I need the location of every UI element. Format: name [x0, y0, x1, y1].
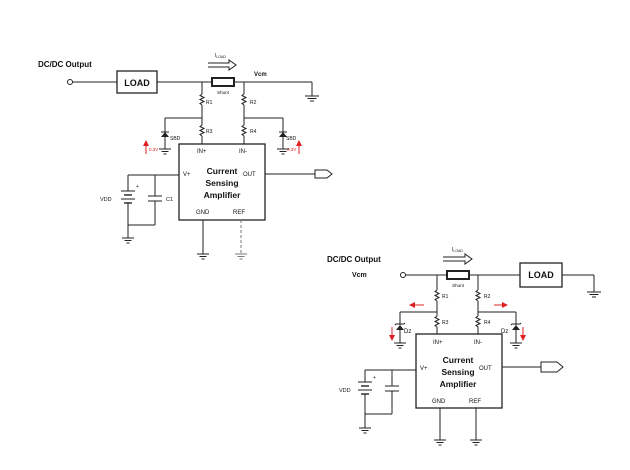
d1-current-arrow — [208, 59, 237, 71]
d2-output-connector — [540, 361, 564, 373]
d2-vplus: V+ — [420, 366, 428, 372]
d2-vcm-label: Vcm — [352, 272, 367, 279]
d2-in-minus: IN- — [474, 340, 482, 346]
d2-dz-left-diode — [396, 325, 404, 330]
d2-r4-label: R4 — [484, 320, 491, 326]
d1-ref: REF — [233, 210, 245, 216]
d2-amp-line1: Current — [443, 355, 474, 365]
d1-input-label: DC/DC Output — [38, 60, 92, 69]
d2-current-arrow — [443, 253, 473, 265]
d2-r1-resistor — [433, 289, 441, 302]
d1-current-label: ILOAD — [215, 53, 226, 59]
d1-v-right: 0.3V — [287, 147, 296, 152]
d1-sbd-right-label: SBD — [286, 136, 297, 142]
d2-r3-label: R3 — [442, 320, 449, 326]
d1-output-connector — [314, 169, 333, 179]
d2-dz-right-diode — [512, 325, 520, 330]
d2-shunt-resistor — [446, 270, 470, 280]
d1-vplus: V+ — [183, 172, 191, 178]
d2-current-label: ILOAD — [452, 247, 463, 253]
d1-c1-label: C1 — [166, 197, 173, 203]
d2-load-box — [519, 262, 563, 288]
d2-amplifier-box — [415, 333, 503, 409]
d2-plus: + — [373, 375, 376, 381]
d1-sbd-right-diode — [279, 132, 287, 137]
d1-r2-label: R2 — [250, 100, 257, 106]
d2-amp-line3: Amplifier — [440, 379, 478, 389]
d2-dz-right-label: Dz — [501, 329, 508, 335]
d2-load-label: LOAD — [528, 270, 554, 280]
d2-out: OUT — [479, 366, 492, 372]
d2-r1-label: R1 — [442, 294, 449, 300]
d1-load-label: LOAD — [124, 78, 150, 88]
d1-r4-label: R4 — [250, 129, 257, 135]
diagram-1: DC/DC Output LOAD Shunt Vcm ILOAD R1 R3 … — [38, 53, 333, 260]
d1-shunt-label: Shunt — [217, 90, 230, 95]
d1-v-left: 0.3V — [149, 147, 158, 152]
d1-sbd-left-diode — [161, 132, 169, 137]
d2-vdd-label: VDD — [339, 388, 351, 394]
d2-ref: REF — [469, 399, 481, 405]
ground-icon — [277, 148, 289, 155]
d2-amp-line2: Sensing — [441, 367, 474, 377]
ground-icon — [359, 427, 371, 434]
d2-r2-resistor — [474, 289, 482, 302]
d1-in-minus: IN- — [239, 149, 247, 155]
ground-icon — [235, 253, 247, 260]
ground-icon — [510, 342, 522, 349]
ground-icon — [587, 291, 601, 298]
d1-in-plus: IN+ — [197, 149, 207, 155]
d1-amp-line3: Amplifier — [204, 190, 242, 200]
d1-r2-resistor — [240, 93, 248, 106]
ground-icon — [434, 439, 446, 446]
d1-r3-resistor — [198, 124, 206, 137]
d1-r3-label: R3 — [206, 129, 213, 135]
d1-vdd-label: VDD — [100, 197, 112, 203]
d1-input-terminal — [67, 79, 73, 85]
d1-sbd-left-label: SBD — [170, 136, 181, 142]
d2-dz-left-label: Dz — [404, 329, 411, 335]
d2-r2-label: R2 — [484, 294, 491, 300]
d2-r4-resistor — [474, 315, 482, 328]
d1-vcm-label: Vcm — [254, 72, 267, 78]
d1-r1-resistor — [198, 93, 206, 106]
ground-icon — [197, 253, 209, 260]
ground-icon — [159, 148, 171, 155]
d1-gnd: GND — [196, 210, 210, 216]
d2-input-terminal — [400, 272, 406, 278]
ground-icon — [122, 237, 134, 244]
d1-shunt-resistor — [211, 77, 235, 87]
d1-plus: + — [136, 184, 139, 190]
ground-icon — [470, 439, 482, 446]
d1-amp-line2: Sensing — [205, 178, 238, 188]
d1-out: OUT — [243, 172, 256, 178]
d1-amplifier-box — [178, 143, 266, 221]
d2-input-label: DC/DC Output — [327, 255, 381, 264]
d2-r3-resistor — [433, 315, 441, 328]
d1-r4-resistor — [240, 124, 248, 137]
ground-icon — [305, 95, 319, 102]
d2-in-plus: IN+ — [433, 340, 443, 346]
d1-r1-label: R1 — [206, 100, 213, 106]
diagram-2: DC/DC Output Vcm Shunt LOAD ILOAD R1 R3 … — [327, 247, 601, 446]
d2-shunt-label: Shunt — [452, 283, 465, 288]
d1-amp-line1: Current — [207, 166, 238, 176]
ground-icon — [394, 342, 406, 349]
d2-gnd: GND — [432, 399, 446, 405]
